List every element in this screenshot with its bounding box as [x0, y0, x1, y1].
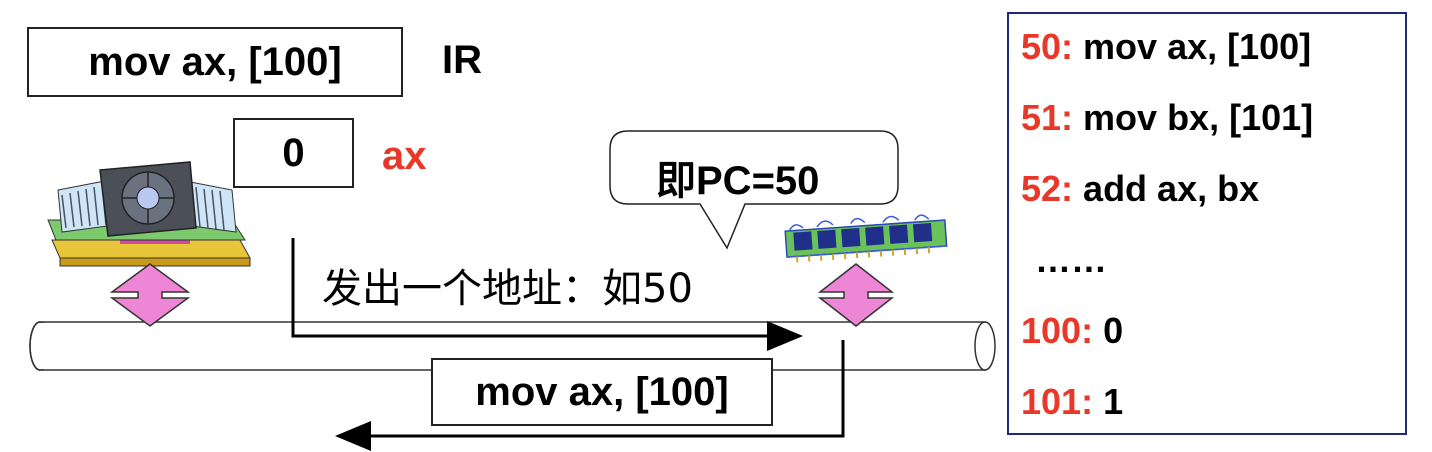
instruction-register-label: IR — [442, 38, 482, 82]
memory-row: 101: 1 — [1021, 381, 1123, 423]
cpu-bus-double-arrow — [109, 263, 191, 327]
address-issue-text: 发出一个地址：如50 — [322, 266, 693, 312]
memory-contents-panel: 50: mov ax, [100] 51: mov bx, [101] 52: … — [1007, 12, 1407, 435]
memory-address: 52: — [1021, 168, 1084, 209]
memory-ellipsis: …… — [1035, 239, 1107, 280]
memory-row: 51: mov bx, [101] — [1021, 97, 1313, 139]
pc-callout-bubble — [609, 130, 899, 250]
memory-address: 101: — [1021, 381, 1104, 422]
instruction-register-content: mov ax, [100] — [88, 39, 342, 84]
ax-register-label: ax — [382, 134, 427, 178]
memory-address: 51: — [1021, 97, 1084, 138]
memory-address: 100: — [1021, 310, 1104, 351]
memory-value: mov bx, [101] — [1083, 97, 1314, 138]
memory-bus-double-arrow — [817, 263, 895, 327]
memory-value: 1 — [1103, 381, 1124, 422]
memory-module-icon — [784, 214, 948, 263]
memory-value: 0 — [1103, 310, 1124, 351]
address-arrow — [291, 238, 803, 351]
returned-instruction-box: mov ax, [100] — [431, 358, 773, 426]
data-return-arrow — [335, 340, 845, 451]
memory-value: add ax, bx — [1083, 168, 1260, 209]
cpu-with-heatsink-icon — [47, 161, 251, 267]
ax-register-box: 0 — [233, 118, 354, 188]
instruction-register-box: mov ax, [100] — [27, 27, 403, 97]
returned-instruction-text: mov ax, [100] — [475, 369, 729, 414]
memory-row: 52: add ax, bx — [1021, 168, 1259, 210]
ax-register-value: 0 — [282, 130, 305, 175]
architecture-diagram — [29, 130, 996, 451]
memory-row: 100: 0 — [1021, 310, 1123, 352]
memory-value: mov ax, [100] — [1083, 26, 1312, 67]
memory-row: 50: mov ax, [100] — [1021, 26, 1311, 68]
pc-callout-text: 即PC=50 — [656, 159, 820, 203]
memory-address: 50: — [1021, 26, 1084, 67]
memory-row: …… — [1035, 239, 1107, 281]
